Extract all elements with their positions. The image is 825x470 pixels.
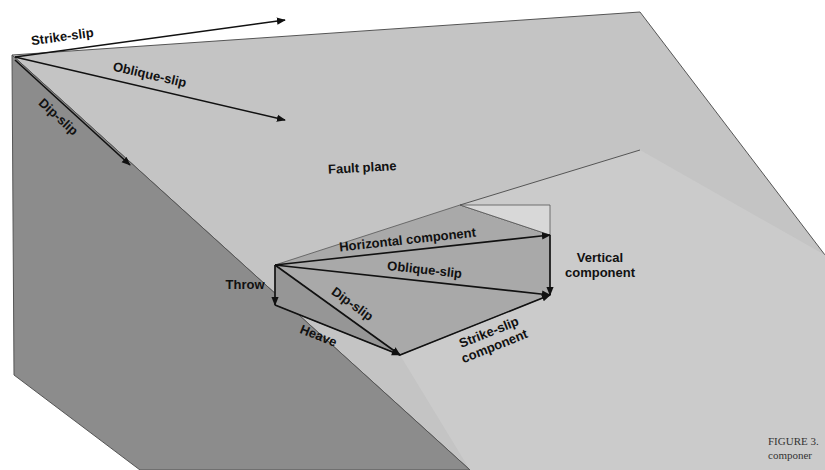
strike-slip-arrow	[15, 20, 285, 57]
fault-plane-surface	[12, 12, 825, 470]
dip-triangle	[275, 265, 400, 355]
front-face	[12, 55, 470, 470]
heave-arrow	[275, 305, 400, 355]
vertical-component-arrow	[549, 235, 551, 295]
vertical-component-label: Vertical component	[560, 251, 640, 281]
throw-arrow	[274, 265, 276, 305]
fault-plane-label: Fault plane	[327, 159, 396, 178]
figure-caption: FIGURE 3. componer	[768, 434, 820, 463]
dip-slip-arrow	[15, 60, 130, 165]
throw-label: Throw	[226, 278, 265, 293]
dip-slip-arrow	[275, 265, 400, 355]
plane-edge-line	[460, 150, 640, 205]
strike-slip-label: Strike-slip	[30, 25, 94, 48]
